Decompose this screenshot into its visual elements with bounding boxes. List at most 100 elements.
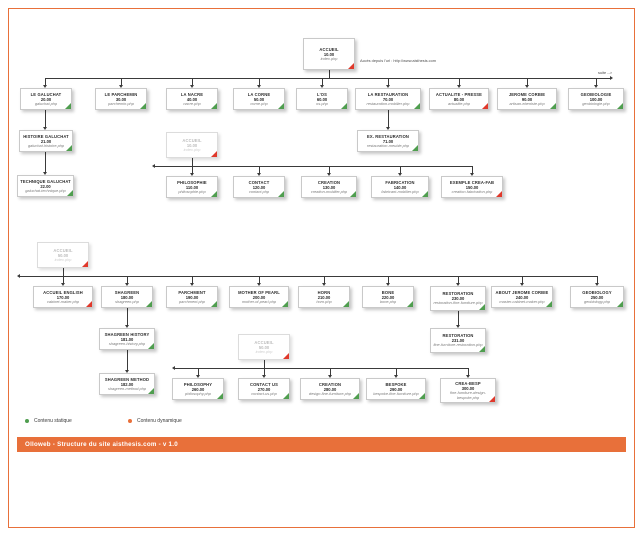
node-accueil-reference-1[interactable]: ACCUEIL 10.00 index.php xyxy=(166,132,218,158)
node-fabrication[interactable]: FABRICATION 140.00 fabricant-mobilier.ph… xyxy=(371,176,429,198)
node-url: geobiologie.php xyxy=(582,100,610,106)
node-number: 100.00 xyxy=(589,96,603,102)
node-os[interactable]: L'OS 60.00 os.php xyxy=(296,88,348,110)
node-about-jerome-corbie[interactable]: ABOUT JEROME CORBIE 240.00 master-cabine… xyxy=(491,286,553,308)
node-shagreen-history[interactable]: SHAGREEN HISTORY 181.00 shagreen-history… xyxy=(99,328,155,350)
node-restoration[interactable]: RESTORATION 230.00 restoration-fine-furn… xyxy=(430,286,486,311)
node-title: ACCUEIL xyxy=(319,46,339,52)
node-geobiologie[interactable]: GEOBIOLOGIE 100.00 geobiologie.php xyxy=(568,88,624,110)
static-corner-icon xyxy=(419,393,425,399)
node-number: 300.00 xyxy=(461,386,475,391)
static-corner-icon xyxy=(282,301,288,307)
static-corner-icon xyxy=(66,145,72,151)
node-title: ACCUEIL xyxy=(182,137,202,143)
node-title: EXEMPLE CREA-FAB xyxy=(449,179,495,185)
dynamic-corner-icon xyxy=(482,103,488,109)
static-corner-icon xyxy=(211,103,217,109)
static-corner-icon xyxy=(65,103,71,109)
node-restauration[interactable]: LA RESTAURATION 70.00 restauration-mobil… xyxy=(355,88,421,110)
node-contact-us[interactable]: CONTACT US 270.00 contact-us.php xyxy=(238,378,290,400)
node-bone[interactable]: BONE 220.00 bone.php xyxy=(362,286,414,308)
node-bespoke[interactable]: BESPOKE 290.00 bespoke-fine-furniture.ph… xyxy=(366,378,426,400)
node-ex-restauration[interactable]: EX. RESTAURATION 71.00 restauration-meub… xyxy=(357,130,419,152)
node-title: CONTACT US xyxy=(249,381,279,387)
node-title: CREATION xyxy=(317,179,341,185)
node-url: horn.php xyxy=(316,298,332,304)
node-shagreen[interactable]: SHAGREEN 180.00 shagreen.php xyxy=(101,286,153,308)
node-parchemin[interactable]: LE PARCHEMIN 30.00 parchemin.php xyxy=(95,88,147,110)
static-corner-icon xyxy=(278,191,284,197)
node-url: index.php xyxy=(54,256,72,262)
node-url: fabricant-mobilier.php xyxy=(381,188,419,194)
footer-label: Olloweb - Structure du site aisthesis.co… xyxy=(25,441,178,448)
node-title: HORN xyxy=(317,289,331,295)
node-title: FABRICATION xyxy=(385,179,415,185)
static-corner-icon xyxy=(217,393,223,399)
node-geobiology[interactable]: GEOBIOLOGY 250.00 geobiology.php xyxy=(570,286,624,308)
dynamic-corner-icon xyxy=(283,353,289,359)
node-galuchat[interactable]: LE GALUCHAT 20.00 galuchat.php xyxy=(20,88,72,110)
node-jerome-corbie[interactable]: JEROME CORBIE 90.00 artisan-ebeniste.php xyxy=(497,88,557,110)
node-number: 290.00 xyxy=(389,386,403,392)
node-url: philosophie.php xyxy=(178,188,206,194)
node-accueil[interactable]: ACCUEIL 10.00 index.php xyxy=(303,38,355,70)
node-creation-en[interactable]: CREATION 280.00 design-fine-furniture.ph… xyxy=(300,378,360,400)
node-accueil-reference-3[interactable]: ACCUEIL 50.00 index.php xyxy=(238,334,290,360)
static-corner-icon xyxy=(343,301,349,307)
node-contact[interactable]: CONTACT 120.00 contact.php xyxy=(233,176,285,198)
static-corner-icon xyxy=(617,301,623,307)
node-accueil-reference-2[interactable]: ACCUEIL 50.00 index.php xyxy=(37,242,89,268)
node-corne[interactable]: LA CORNE 50.00 corne.php xyxy=(233,88,285,110)
node-actualite[interactable]: ACTUALITE - PRESSE 80.00 actualite.php xyxy=(429,88,489,110)
node-restoration-sub[interactable]: RESTORATION 231.00 fine-furniture-restor… xyxy=(430,328,486,353)
node-parchment[interactable]: PARCHMENT 190.00 parchment.php xyxy=(166,286,218,308)
node-crea-besp[interactable]: CREA-BESP 300.00 fine-furniture-design-b… xyxy=(440,378,496,403)
node-number: 190.00 xyxy=(185,294,199,300)
node-title: RESTORATION xyxy=(442,291,474,297)
static-corner-icon xyxy=(211,191,217,197)
node-url: index.php xyxy=(183,146,201,152)
static-corner-icon xyxy=(211,301,217,307)
node-number: 130.00 xyxy=(322,184,336,190)
node-exemple-crea-fab[interactable]: EXEMPLE CREA-FAB 150.00 creation-fabrica… xyxy=(441,176,503,198)
node-title: LE GALUCHAT xyxy=(30,91,62,97)
node-title: ACTUALITE - PRESSE xyxy=(435,91,483,97)
node-url: actualite.php xyxy=(447,100,471,106)
node-url: creation-fabrication.php xyxy=(451,188,493,194)
node-title: LA CORNE xyxy=(247,91,271,97)
node-nacre[interactable]: LA NACRE 40.00 nacre.php xyxy=(166,88,218,110)
node-url: corne.php xyxy=(250,100,268,106)
footer-bar: Olloweb - Structure du site aisthesis.co… xyxy=(17,437,626,452)
node-url: artisan-ebeniste.php xyxy=(509,100,545,106)
page-border xyxy=(8,8,635,528)
node-number: 220.00 xyxy=(381,294,395,300)
node-histoire-galuchat[interactable]: HISTOIRE GALUCHAT 21.00 galuchat-histoir… xyxy=(19,130,73,152)
static-corner-icon xyxy=(617,103,623,109)
node-url: master-cabinet-maker.php xyxy=(499,298,545,304)
node-title: ACCUEIL xyxy=(254,339,274,345)
node-technique-galuchat[interactable]: TECHNIQUE GALUCHAT 22.00 galuchat-techni… xyxy=(17,175,74,197)
node-philosophie[interactable]: PHILOSOPHIE 110.00 philosophie.php xyxy=(166,176,218,198)
static-corner-icon xyxy=(412,145,418,151)
node-shagreen-method[interactable]: SHAGREEN METHOD 182.00 shagreen-method.p… xyxy=(99,373,155,395)
node-number: 270.00 xyxy=(257,386,271,392)
node-number: 21.00 xyxy=(40,138,52,144)
node-title: TECHNIQUE GALUCHAT xyxy=(20,178,71,184)
node-title: GEOBIOLOGY xyxy=(582,289,612,295)
node-mother-of-pearl[interactable]: MOTHER OF PEARL 200.00 mother-of-pearl.p… xyxy=(229,286,289,308)
node-creation[interactable]: CREATION 130.00 creation-mobilier.php xyxy=(301,176,357,198)
node-title: SHAGREEN METHOD xyxy=(104,376,150,382)
static-corner-icon xyxy=(414,103,420,109)
root-url-note: Accès depuis l'url : http://www.aisthesi… xyxy=(360,58,436,63)
node-url: restauration-mobilier.php xyxy=(366,100,410,106)
node-accueil-english[interactable]: ACCUEIL ENGLISH 170.00 cabinet-maker.php xyxy=(33,286,93,308)
node-number: 180.00 xyxy=(120,294,134,300)
static-corner-icon xyxy=(479,346,485,352)
node-philosophy[interactable]: PHILOSOPHY 260.00 philosophy.php xyxy=(172,378,224,400)
node-number: 231.00 xyxy=(451,338,465,344)
node-url: parchemin.php xyxy=(108,100,134,106)
continuation-label: suite --> xyxy=(598,70,613,75)
static-corner-icon xyxy=(479,304,485,310)
node-horn[interactable]: HORN 210.00 horn.php xyxy=(298,286,350,308)
